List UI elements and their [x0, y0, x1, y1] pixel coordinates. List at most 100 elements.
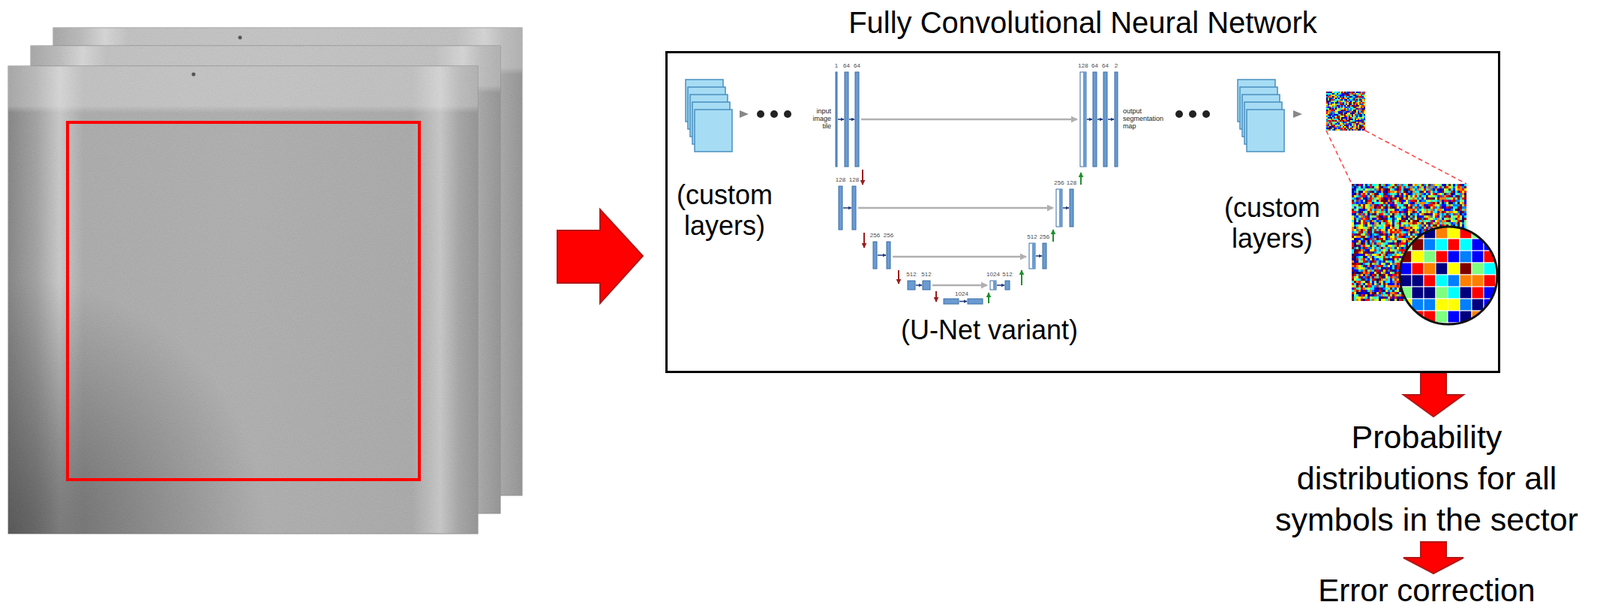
map-cell: [1369, 224, 1372, 227]
map-cell: [1351, 106, 1354, 109]
map-cell: [1394, 186, 1397, 189]
map-cell: [1396, 233, 1399, 236]
conv-arrow: [996, 284, 1005, 286]
map-cell: [1359, 124, 1361, 127]
map-cell: [1351, 115, 1354, 118]
map-cell: [1430, 204, 1433, 207]
map-cell: [1336, 123, 1339, 125]
map-cell: [1353, 219, 1357, 223]
map-cell: [1344, 120, 1346, 122]
map-cell: [1339, 120, 1342, 122]
map-cell: [1333, 111, 1336, 113]
map-cell: [1457, 208, 1460, 211]
map-cell: [1327, 123, 1330, 125]
map-cell: [1362, 215, 1366, 218]
map-cell: [1345, 112, 1348, 115]
map-cell: [1428, 192, 1431, 196]
map-cell: [1344, 117, 1346, 119]
map-cell: [1351, 233, 1354, 236]
map-cell: [1459, 186, 1462, 189]
map-cell: [1371, 233, 1375, 236]
map-cell: [1430, 190, 1433, 193]
map-cell: [1329, 91, 1331, 94]
feature-map: [1056, 189, 1063, 227]
map-cell: [1354, 100, 1357, 103]
map-cell: [1374, 217, 1377, 220]
map-cell: [1362, 224, 1366, 227]
map-cell: [1378, 188, 1381, 191]
map-cell: [1414, 192, 1417, 196]
map-cell: [1348, 127, 1351, 130]
map-cell: [1374, 226, 1377, 229]
map-cell: [1419, 204, 1422, 207]
map-cell: [1374, 206, 1377, 209]
map-cell: [1448, 192, 1451, 196]
map-cell: [1365, 231, 1368, 234]
map-cell: [1341, 99, 1343, 101]
map-cell: [1405, 231, 1408, 234]
map-cell: [1327, 112, 1330, 115]
map-cell: [1387, 206, 1390, 209]
map-cell: [1327, 103, 1330, 106]
map-cell: [1398, 183, 1402, 187]
map-cell: [1351, 100, 1354, 103]
map-cell: [1383, 208, 1386, 211]
map-cell: [1414, 222, 1417, 225]
map-cell: [1387, 210, 1390, 214]
map-cell: [1380, 206, 1384, 209]
map-cell: [1338, 117, 1340, 119]
map-cell: [1441, 217, 1444, 220]
map-cell: [1360, 217, 1363, 220]
map-cell: [1403, 226, 1406, 229]
map-cell: [1428, 190, 1431, 193]
map-cell: [1396, 188, 1399, 191]
map-cell: [1401, 233, 1404, 236]
map-cell: [1452, 204, 1456, 207]
map-cell: [1341, 114, 1343, 116]
map-cell: [1448, 217, 1451, 220]
map-cell: [1383, 233, 1386, 236]
map-cell: [1378, 199, 1381, 202]
map-cell: [1350, 93, 1352, 95]
map-cell: [1359, 115, 1361, 118]
map-cell: [1360, 197, 1363, 200]
map-cell: [1378, 192, 1381, 196]
map-cell: [1338, 129, 1340, 131]
map-cell: [1443, 183, 1447, 187]
map-cell: [1356, 96, 1358, 98]
map-cell: [1439, 219, 1442, 223]
map-cell: [1327, 121, 1330, 124]
map-cell: [1362, 201, 1366, 205]
map-cell: [1459, 210, 1462, 214]
map-cell: [1333, 124, 1336, 127]
map-cell: [1398, 215, 1402, 218]
map-cell: [1336, 117, 1339, 119]
map-cell: [1374, 219, 1377, 223]
map-cell: [1452, 197, 1456, 200]
pool-arrow: [935, 291, 937, 302]
map-cell: [1450, 183, 1453, 187]
map-cell: [1443, 201, 1447, 205]
map-cell: [1441, 190, 1444, 193]
map-cell: [1371, 235, 1375, 238]
map-cell: [1327, 114, 1330, 116]
map-cell: [1341, 112, 1343, 115]
map-cell: [1401, 201, 1404, 205]
map-cell: [1330, 123, 1333, 125]
map-cell: [1326, 99, 1328, 101]
map-cell: [1330, 115, 1333, 118]
map-cell: [1336, 103, 1339, 106]
map-cell: [1330, 102, 1333, 104]
map-cell: [1407, 228, 1411, 232]
map-cell: [1333, 96, 1336, 98]
map-cell: [1416, 190, 1420, 193]
map-cell: [1357, 109, 1360, 112]
map-cell: [1341, 121, 1343, 124]
map-cell: [1412, 213, 1415, 216]
map-cell: [1365, 228, 1368, 232]
map-cell: [1419, 192, 1422, 196]
map-cell: [1344, 126, 1346, 128]
map-cell: [1327, 106, 1330, 109]
map-cell: [1392, 208, 1395, 211]
map-cell: [1341, 124, 1343, 127]
